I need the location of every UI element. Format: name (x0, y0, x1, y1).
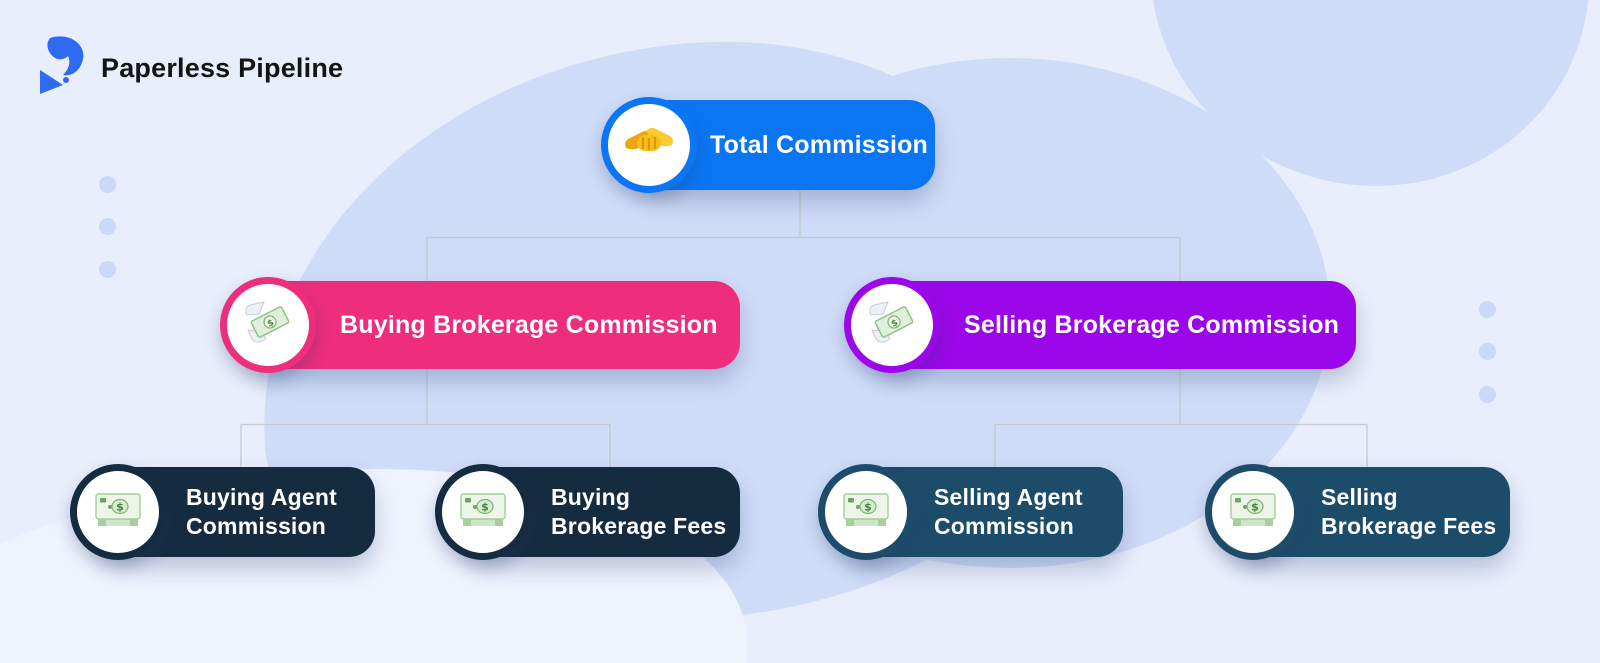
node-label: Total Commission (710, 130, 929, 159)
decorative-dot (1479, 386, 1496, 403)
brand-name: Paperless Pipeline (101, 53, 344, 83)
banknote-icon: $ (1226, 483, 1280, 542)
node-pill: Selling Brokerage Commission (876, 281, 1356, 369)
node-pill: Total Commission (640, 100, 935, 190)
node-icon-badge: $ (1205, 464, 1301, 560)
decorative-dot (99, 261, 116, 278)
decorative-dot (99, 176, 116, 193)
node-icon-badge: $ (220, 277, 316, 373)
svg-text:$: $ (116, 500, 124, 513)
node-pill: Selling Agent Commission (848, 467, 1123, 557)
node-label: Buying Brokerage Fees (551, 484, 727, 539)
decorative-dot (1479, 343, 1496, 360)
node-icon-badge: $ (818, 464, 914, 560)
banknote-icon: $ (839, 483, 893, 542)
node-icon-badge: $ (70, 464, 166, 560)
node-label: Selling Agent Commission (934, 484, 1083, 539)
banknote-icon: $ (91, 483, 145, 542)
money-with-wings-icon: $ (866, 297, 918, 354)
handshake-icon (623, 117, 675, 174)
node-label: Buying Brokerage Commission (340, 310, 718, 339)
svg-text:$: $ (890, 317, 900, 329)
node-icon-badge: $ (435, 464, 531, 560)
node-label: Selling Brokerage Fees (1321, 484, 1497, 539)
svg-text:$: $ (481, 500, 489, 513)
node-label: Selling Brokerage Commission (964, 310, 1340, 339)
node-icon-badge: $ (844, 277, 940, 373)
brand-logo: Paperless Pipeline (36, 34, 343, 103)
money-with-wings-icon: $ (242, 297, 294, 354)
svg-text:$: $ (1251, 500, 1259, 513)
decorative-dot (99, 218, 116, 235)
decorative-dot (1479, 301, 1496, 318)
svg-text:$: $ (864, 500, 872, 513)
node-icon-badge (601, 97, 697, 193)
svg-text:$: $ (266, 317, 276, 329)
brand-logo-icon (36, 34, 88, 103)
node-pill: Buying Brokerage Commission (252, 281, 740, 369)
banknote-icon: $ (456, 483, 510, 542)
node-label: Buying Agent Commission (186, 484, 338, 539)
